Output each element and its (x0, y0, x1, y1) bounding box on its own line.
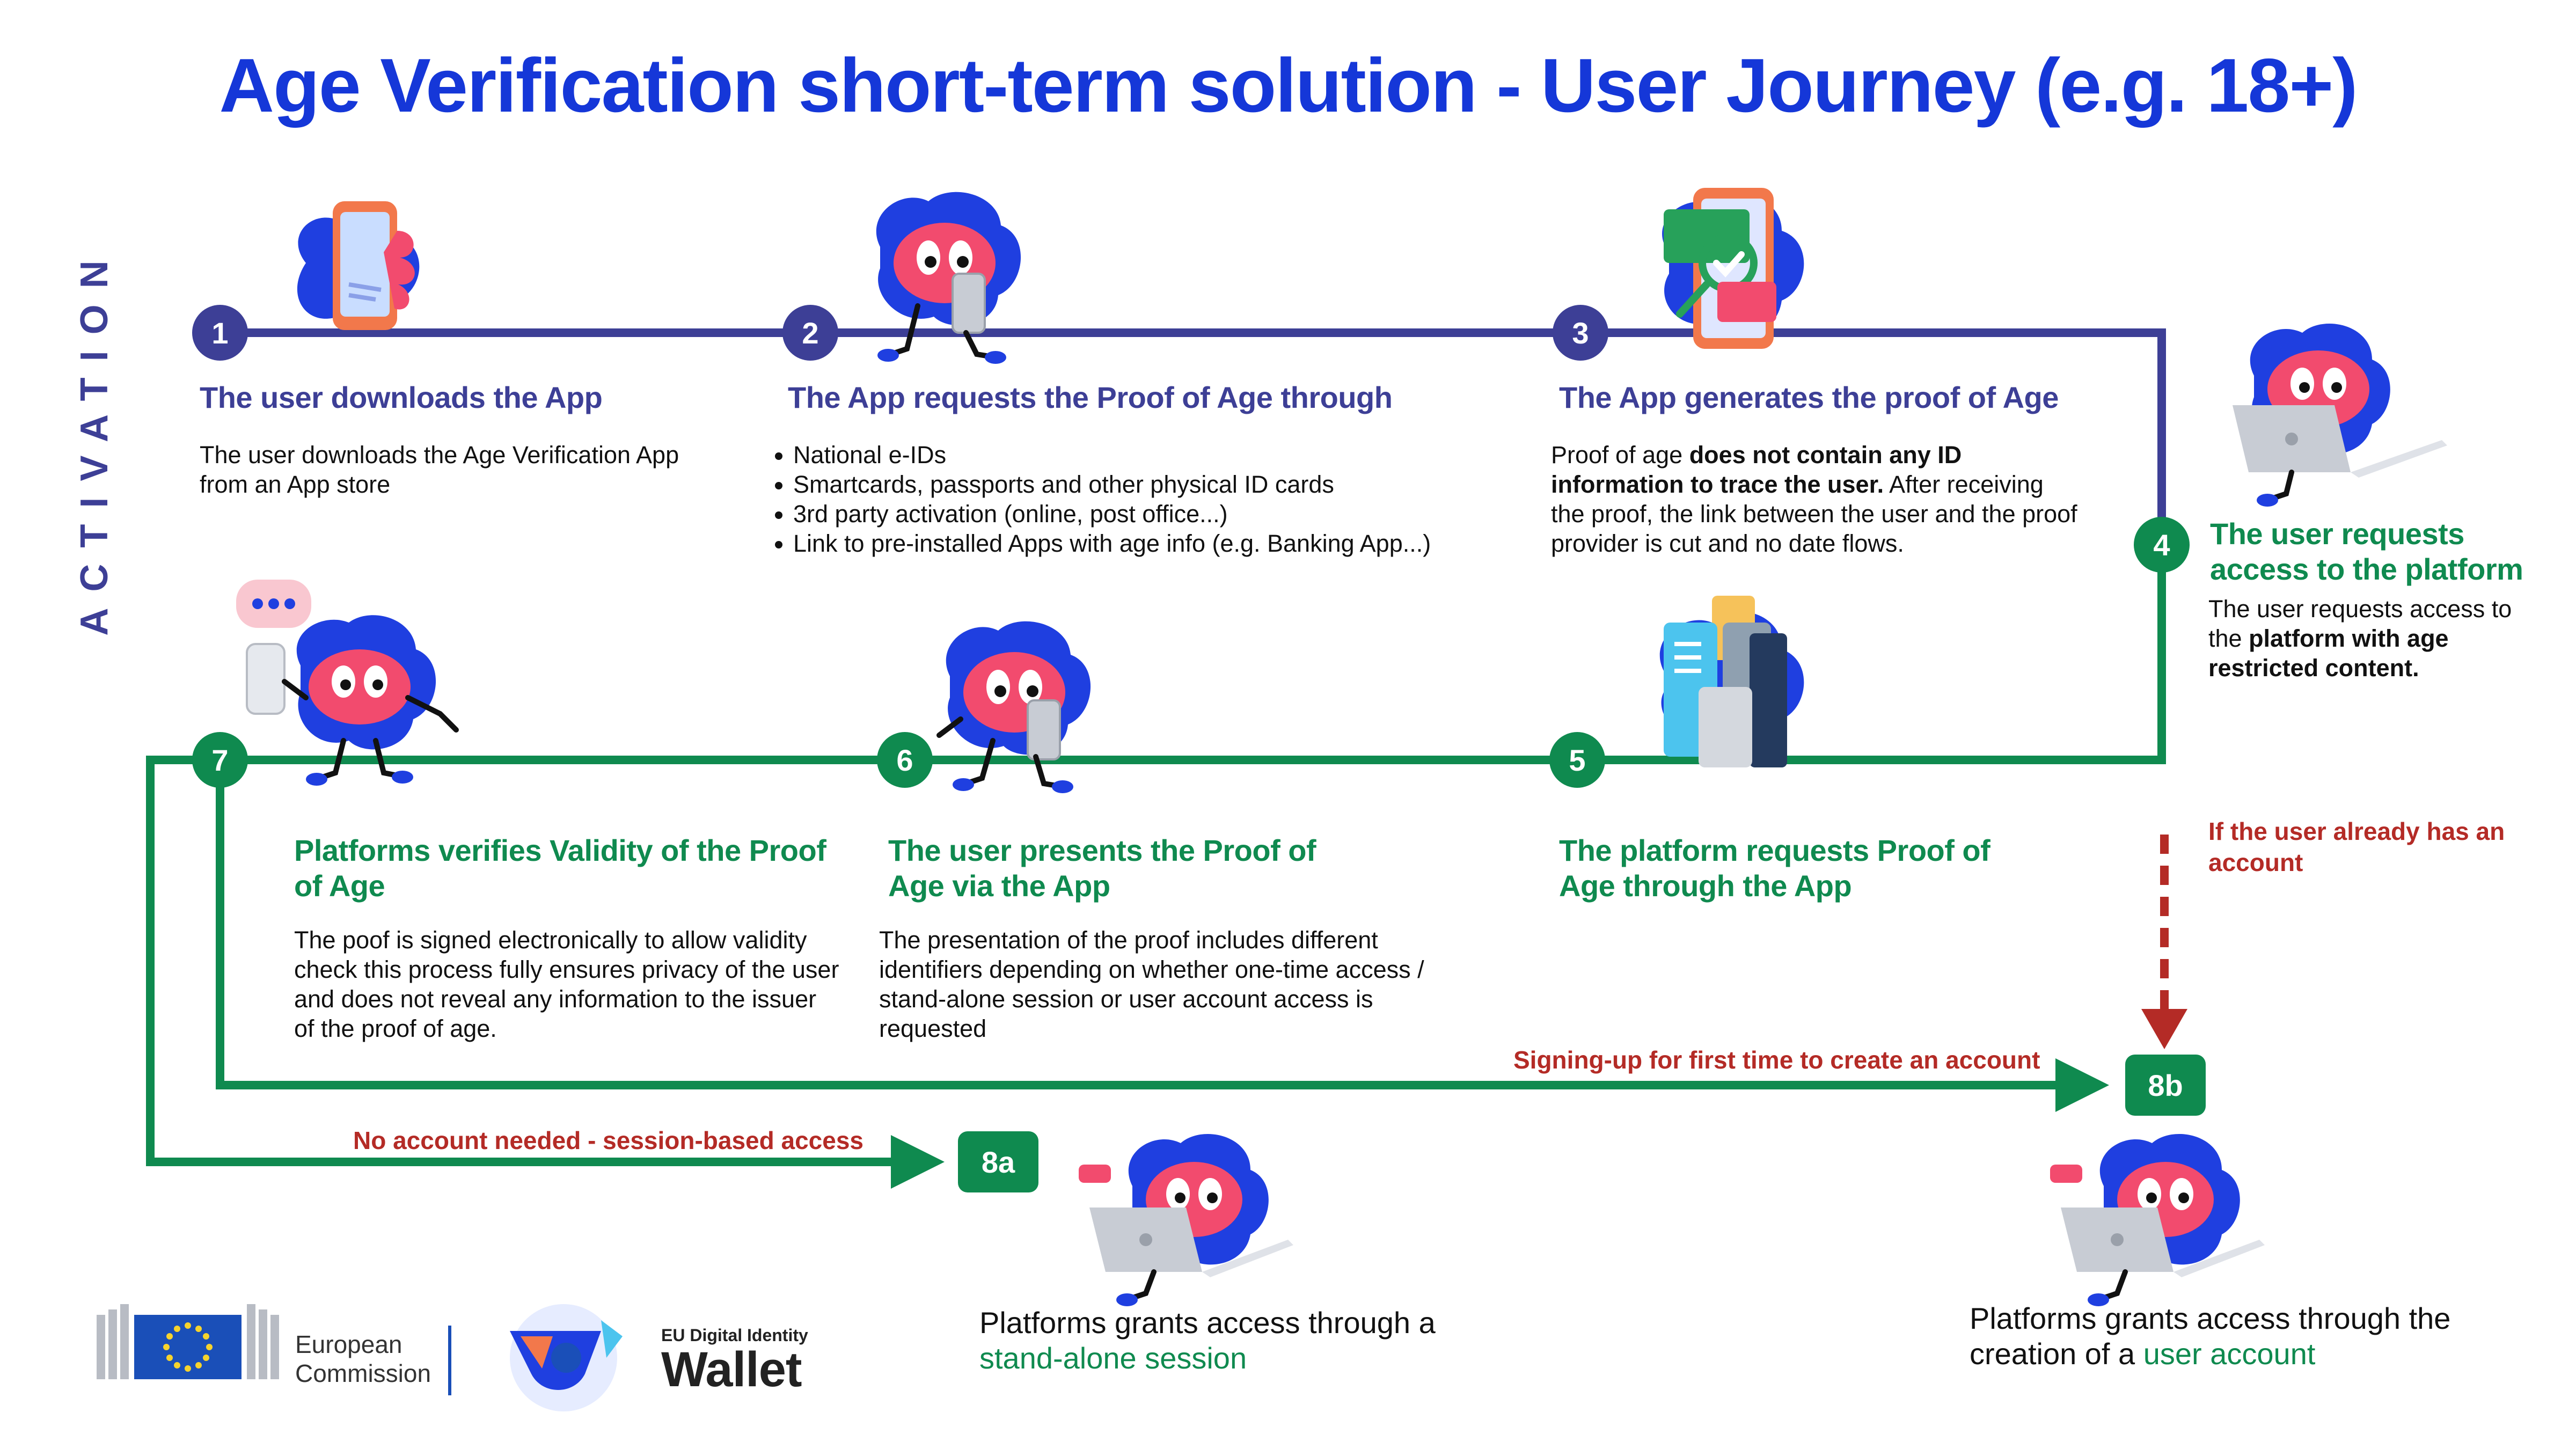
route-8b-line (216, 760, 2061, 1089)
step-7-body: The poof is signed electronically to all… (294, 926, 839, 1042)
step-4-body-part: The user requests access to the (2208, 595, 2512, 652)
step-5-heading: The platform requests Proof of Age throu… (1559, 833, 1990, 903)
outcome-8a-badge: 8a (958, 1131, 1038, 1192)
wallet-subtitle: EU Digital Identity (661, 1326, 808, 1345)
step-3-body-part: Proof of age (1551, 441, 1689, 469)
character-laptop-session-icon (1079, 1133, 1293, 1306)
step-4-heading: The user requests access to the platform (2210, 517, 2523, 586)
character-laptop-icon (2233, 323, 2447, 507)
arrow-8a-head (891, 1135, 945, 1189)
footer-divider (448, 1326, 451, 1395)
wallet-title: Wallet (661, 1342, 802, 1397)
bullet-item: 3rd party activation (online, post offic… (793, 499, 1546, 529)
european-commission-label: European Commission (295, 1330, 431, 1387)
presentation-line (146, 545, 2166, 1166)
activation-label: ACTIVATION (73, 244, 116, 636)
documents-icon (1659, 596, 1804, 767)
step-4-body-emphasis: platform with age restricted content. (2208, 625, 2449, 682)
step-6-badge: 6 (877, 732, 933, 788)
phone-hand-icon (297, 201, 420, 330)
outcome-8a-highlight: stand-alone session (979, 1341, 1247, 1375)
page-title: Age Verification short-term solution - U… (219, 43, 2358, 128)
step-3-heading: The App generates the proof of Age (1559, 380, 2059, 414)
existing-account-label: If the user already has an account (2208, 817, 2505, 876)
outcome-8a-text-part: Platforms grants access through a (979, 1306, 1436, 1340)
arrow-8b-head (2055, 1058, 2109, 1112)
step-3-body-emphasis: does not contain any ID information to t… (1551, 441, 1962, 498)
existing-account-arrowhead (2141, 1009, 2187, 1049)
step-1-badge: 1 (192, 305, 248, 361)
step-3-body-part: After receiving the proof, the link betw… (1551, 471, 2077, 557)
outcome-8b-text-part: Platforms grants access through the crea… (1970, 1301, 2451, 1371)
step-2-heading: The App requests the Proof of Age throug… (788, 380, 1393, 414)
bullet-item: Link to pre-installed Apps with age info… (793, 529, 1546, 558)
step-1-heading: The user downloads the App (200, 380, 603, 414)
eu-wallet-logo-icon (510, 1304, 623, 1411)
route-8b-label: Signing-up for first time to create an a… (1513, 1046, 2040, 1074)
step-2-bullets: National e-IDs Smartcards, passports and… (767, 440, 1546, 558)
step-3-badge: 3 (1553, 305, 1608, 361)
european-commission-logo-icon (97, 1304, 279, 1379)
activation-line (220, 328, 2166, 545)
character-chat-icon (236, 580, 459, 786)
step-7-badge: 7 (192, 732, 248, 788)
step-2-badge: 2 (782, 305, 838, 361)
route-8a-label: No account needed - session-based access (353, 1126, 864, 1154)
character-present-phone-icon (936, 621, 1091, 793)
outcome-8b-text: Platforms grants access through the crea… (1970, 1301, 2506, 1372)
step-4-badge: 4 (2134, 517, 2190, 573)
step-1-body: The user downloads the Age Verification … (200, 441, 679, 498)
credential-phone-icon (1662, 188, 1804, 349)
step-6-heading: The user presents the Proof of Age via t… (888, 833, 1316, 903)
step-7-heading: Platforms verifies Validity of the Proof… (294, 833, 826, 903)
bullet-item: National e-IDs (793, 440, 1546, 470)
step-4-body: The user requests access to the platform… (2208, 594, 2552, 683)
step-5-badge: 5 (1549, 732, 1605, 788)
step-6-body: The presentation of the proof includes d… (879, 926, 1424, 1042)
outcome-8b-highlight: user account (2143, 1337, 2316, 1371)
outcome-8b-badge: 8b (2125, 1055, 2206, 1116)
step-3-body: Proof of age does not contain any ID inf… (1551, 440, 2082, 558)
bullet-item: Smartcards, passports and other physical… (793, 470, 1546, 499)
character-phone-icon (876, 192, 1021, 364)
character-laptop-account-icon (2050, 1133, 2265, 1306)
